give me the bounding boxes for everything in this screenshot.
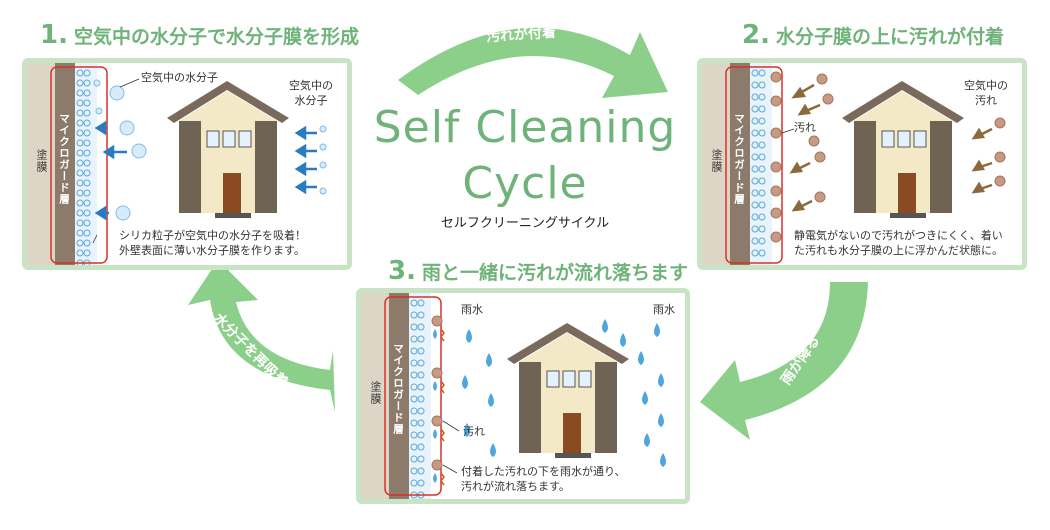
step2-air-label: 空気中の 汚れ <box>964 79 1008 109</box>
step1-caption-line1: シリカ粒子が空気中の水分子を吸着！ <box>119 229 306 242</box>
center-title-line1: Self Cleaning <box>373 102 677 153</box>
step2-layer-label: マイクロガード層 <box>733 113 745 205</box>
step1-air-label-line1: 空気中の <box>289 79 333 92</box>
step3-caption: 付着した汚れの下を雨水が通り、 汚れが流れ落ちます。 <box>461 465 626 495</box>
step1-coating-label: 塗膜 <box>35 149 48 173</box>
step1-number: 1. <box>40 20 68 50</box>
left-cycle-arrow <box>188 260 335 412</box>
step1-illustration <box>27 63 327 265</box>
step2-caption-line2: た汚れも水分子膜の上に浮かんだ状態に。 <box>794 243 1003 257</box>
step2-air-label-line1: 空気中の <box>964 79 1008 92</box>
step1-layer-label: マイクロガード層 <box>58 113 70 205</box>
step3-caption-line1: 付着した汚れの下を雨水が通り、 <box>461 465 626 478</box>
step1-air-label: 空気中の 水分子 <box>289 79 333 109</box>
step2-air-label-line2: 汚れ <box>975 93 997 107</box>
step3-rain-label-left: 雨水 <box>461 303 483 316</box>
top-cycle-arrow <box>398 27 668 98</box>
step3-caption-line2: 汚れが流れ落ちます。 <box>461 479 570 493</box>
step2-caption-line1: 静電気がないので汚れがつきにくく、着い <box>794 229 1003 242</box>
step1-title: 1.空気中の水分子で水分子膜を形成 <box>40 20 359 50</box>
step3-illustration <box>361 293 666 499</box>
step1-title-text: 空気中の水分子で水分子膜を形成 <box>73 26 359 48</box>
step2-title-text: 水分子膜の上に汚れが付着 <box>775 26 1004 48</box>
step3-coating-label: 塗膜 <box>369 381 382 405</box>
step3-layer-label: マイクロガード層 <box>392 343 404 435</box>
step1-panel: 塗膜 マイクロガード層 空気中の水分子 空気中の 水分子 シリカ粒子が空気中の水… <box>22 58 352 270</box>
right-cycle-arrow <box>700 282 868 440</box>
center-subtitle: セルフクリーニングサイクル <box>440 216 610 231</box>
step3-rain-label-right: 雨水 <box>653 303 675 316</box>
step1-molecule-label: 空気中の水分子 <box>141 71 218 84</box>
step1-air-label-line2: 水分子 <box>294 93 328 107</box>
step1-caption-line2: 外壁表面に薄い水分子膜を作ります。 <box>119 243 305 257</box>
step2-coating-label: 塗膜 <box>710 149 723 173</box>
step2-number: 2. <box>742 20 770 50</box>
center-title: Self Cleaning Cycle <box>360 100 690 212</box>
step3-title: 3.雨と一緒に汚れが流れ落ちます <box>388 256 688 286</box>
step3-dirt-label: 汚れ <box>463 425 485 438</box>
step3-title-text: 雨と一緒に汚れが流れ落ちます <box>421 262 688 284</box>
step2-illustration <box>702 63 1006 265</box>
step2-dirt-label: 汚れ <box>794 121 816 134</box>
step2-caption: 静電気がないので汚れがつきにくく、着い た汚れも水分子膜の上に浮かんだ状態に。 <box>794 229 1003 259</box>
step3-number: 3. <box>388 256 416 286</box>
center-title-line2: Cycle <box>462 158 588 209</box>
step3-panel: 塗膜 マイクロガード層 雨水 雨水 汚れ 付着した汚れの下を雨水が通り、 汚れが… <box>356 288 690 504</box>
step2-title: 2.水分子膜の上に汚れが付着 <box>742 20 1004 50</box>
step2-panel: 塗膜 マイクロガード層 汚れ 空気中の 汚れ 静電気がないので汚れがつきにくく、… <box>697 58 1027 270</box>
step1-caption: シリカ粒子が空気中の水分子を吸着！ 外壁表面に薄い水分子膜を作ります。 <box>119 229 306 259</box>
